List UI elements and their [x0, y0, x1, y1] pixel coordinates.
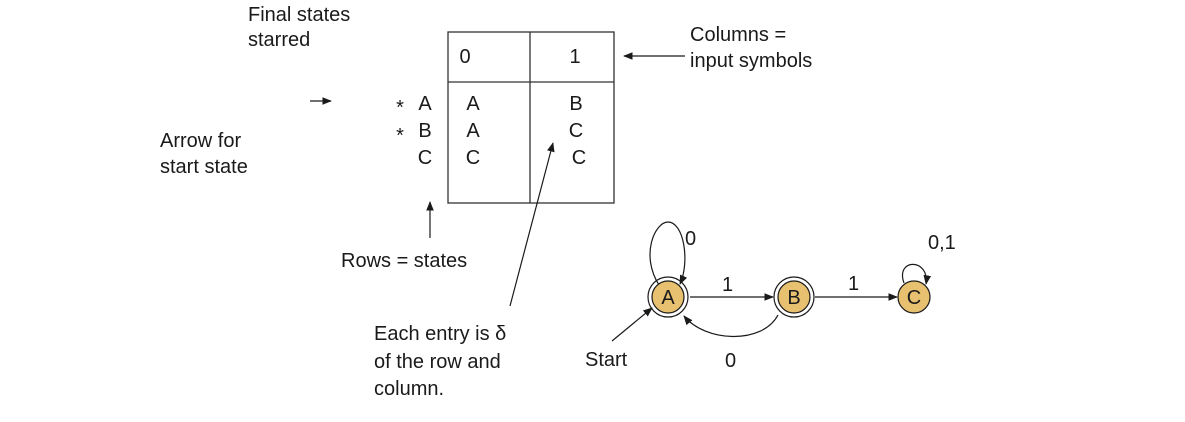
table-cell: C: [465, 147, 481, 169]
rows-note: Rows = states: [341, 250, 468, 272]
table-cell: C: [568, 120, 584, 142]
table-header-col-1: 1: [569, 46, 581, 68]
state-a-circle: [651, 280, 685, 314]
table-header-col-0: 0: [459, 46, 471, 68]
start-label: Start: [585, 349, 628, 371]
entry-note-line2: of the row and: [374, 351, 501, 373]
table-row-star: *: [396, 125, 404, 147]
state-a: A: [647, 276, 689, 318]
edge-label-b-to-a: 0: [725, 350, 736, 372]
state-c-label: C: [907, 287, 921, 309]
table-row-state: B: [418, 120, 432, 142]
state-a-outer-ring: [647, 276, 689, 318]
state-b-outer-ring: [773, 276, 815, 318]
edge-a-self-loop: [649, 221, 688, 286]
table-row-star: *: [396, 97, 404, 119]
table-cell: B: [569, 93, 583, 115]
state-b: B: [773, 276, 815, 318]
start-edge: [611, 307, 653, 342]
columns-note-line2: input symbols: [690, 50, 813, 72]
edge-c-self-loop: [901, 263, 932, 285]
state-c-circle: [897, 280, 931, 314]
table-row-state: A: [418, 93, 432, 115]
final-states-note-line1: Final states: [248, 4, 351, 26]
final-states-note-line2: starred: [248, 29, 311, 51]
table-row-state: C: [417, 147, 433, 169]
entry-pointer-arrow: [509, 142, 555, 307]
state-a-label: A: [661, 287, 675, 309]
state-c: C: [897, 280, 931, 314]
edge-label-c-self: 0,1: [928, 232, 956, 254]
table-grid: [447, 31, 615, 204]
entry-note-line3: column.: [374, 378, 445, 400]
columns-note-line1: Columns =: [690, 24, 787, 46]
table-cell: A: [466, 120, 480, 142]
entry-note-line1: Each entry is δ: [374, 323, 507, 345]
state-b-circle: [777, 280, 811, 314]
edge-label-b-to-c: 1: [848, 273, 859, 295]
edge-label-a-to-b: 1: [722, 274, 733, 296]
start-arrow-note-line2: start state: [160, 156, 248, 178]
edge-b-to-a: [683, 314, 779, 338]
state-b-label: B: [787, 287, 800, 309]
edge-label-a-self: 0: [685, 228, 696, 250]
start-arrow-note-line1: Arrow for: [160, 130, 242, 152]
table-cell: A: [466, 93, 480, 115]
table-cell: C: [571, 147, 587, 169]
